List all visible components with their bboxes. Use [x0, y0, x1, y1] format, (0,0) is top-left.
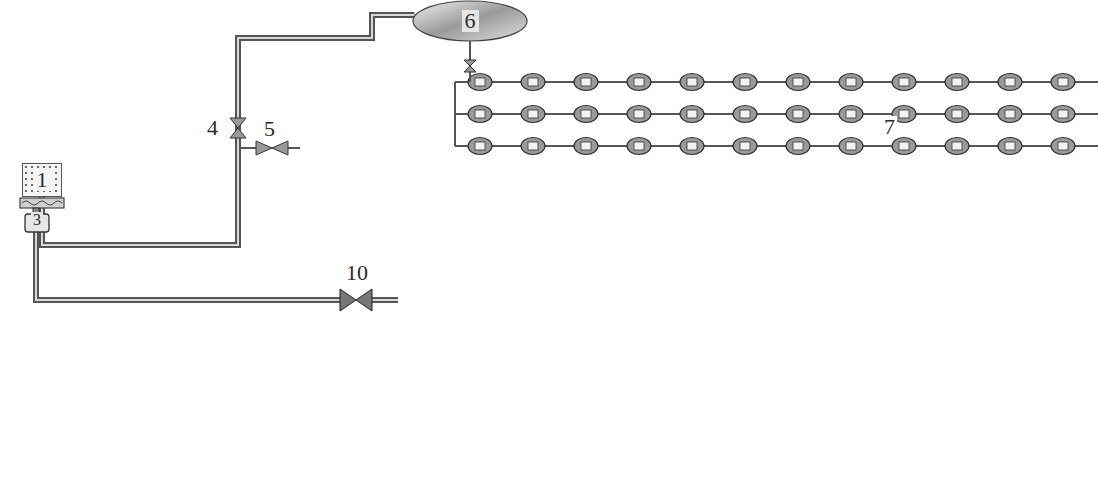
unit-rows	[455, 74, 1098, 155]
unit-symbol	[581, 78, 591, 86]
unit-symbol	[475, 110, 485, 118]
unit-symbol	[475, 142, 485, 150]
unit-symbol	[733, 74, 757, 91]
unit-symbol	[1058, 78, 1068, 86]
unit-symbol	[793, 78, 803, 86]
unit-symbol	[627, 74, 651, 91]
unit-symbol	[1051, 106, 1075, 123]
valve-symbol	[340, 289, 372, 311]
unit-symbol	[846, 110, 856, 118]
base-plate	[20, 198, 64, 208]
tank-ellipse: 6	[412, 0, 528, 42]
unit-symbol	[468, 138, 492, 155]
unit-symbol	[680, 74, 704, 91]
unit-symbol	[581, 110, 591, 118]
unit-symbol	[892, 138, 916, 155]
unit-symbol	[733, 138, 757, 155]
unit-symbol	[793, 110, 803, 118]
unit-symbol	[899, 110, 909, 118]
unit-symbol	[581, 142, 591, 150]
unit-symbol	[634, 142, 644, 150]
callout-number: 3	[31, 212, 43, 228]
unit-symbol	[574, 74, 598, 91]
callout-number: 4	[205, 117, 220, 139]
unit-symbol	[574, 106, 598, 123]
unit-symbol	[634, 110, 644, 118]
unit-symbol	[1005, 142, 1015, 150]
unit-symbol	[521, 138, 545, 155]
unit-symbol	[892, 74, 916, 91]
unit-symbol	[627, 106, 651, 123]
callout-number: 1	[34, 169, 51, 191]
unit-symbol	[998, 74, 1022, 91]
unit-symbol	[786, 138, 810, 155]
unit-symbol	[998, 138, 1022, 155]
unit-symbol	[793, 142, 803, 150]
unit-symbol	[839, 74, 863, 91]
callout-number: 6	[462, 10, 479, 32]
unit-symbol	[1058, 142, 1068, 150]
unit-symbol	[740, 110, 750, 118]
callout-number: 5	[262, 118, 277, 140]
tank-box: 1	[22, 163, 62, 197]
unit-symbol	[740, 78, 750, 86]
unit-symbol	[521, 74, 545, 91]
unit-symbol	[786, 74, 810, 91]
pipe-inner	[42, 15, 414, 245]
unit-symbol	[687, 78, 697, 86]
drain-pipe	[36, 228, 345, 300]
unit-symbol	[733, 106, 757, 123]
unit-symbol	[634, 78, 644, 86]
unit-symbol	[899, 142, 909, 150]
unit-symbol	[1005, 78, 1015, 86]
base-plate	[22, 201, 62, 205]
unit-symbol	[846, 142, 856, 150]
unit-symbol	[945, 138, 969, 155]
unit-symbol	[952, 78, 962, 86]
unit-symbol	[574, 138, 598, 155]
unit-symbol	[740, 142, 750, 150]
unit-symbol	[1051, 74, 1075, 91]
valve-symbol	[464, 60, 476, 72]
callout-number: 10	[344, 262, 370, 284]
unit-symbol	[952, 110, 962, 118]
unit-symbol	[680, 106, 704, 123]
unit-symbol	[687, 142, 697, 150]
unit-symbol	[1005, 110, 1015, 118]
unit-symbol	[468, 74, 492, 91]
unit-symbol	[528, 110, 538, 118]
unit-symbol	[839, 106, 863, 123]
unit-symbol	[786, 106, 810, 123]
unit-symbol	[521, 106, 545, 123]
unit-symbol	[528, 78, 538, 86]
pipe-connector	[42, 15, 414, 245]
unit-symbol	[899, 78, 909, 86]
unit-symbol	[945, 74, 969, 91]
unit-symbol	[528, 142, 538, 150]
unit-symbol	[627, 138, 651, 155]
manifold-pipe	[454, 82, 456, 146]
callout-number: 7	[882, 116, 897, 138]
unit-symbol	[687, 110, 697, 118]
unit-symbol	[839, 138, 863, 155]
unit-symbol	[945, 106, 969, 123]
unit-symbol	[1058, 110, 1068, 118]
unit-symbol	[952, 142, 962, 150]
unit-symbol	[468, 106, 492, 123]
drain-pipe	[36, 228, 345, 300]
unit-symbol	[998, 106, 1022, 123]
valve-symbol	[256, 141, 288, 155]
valve-symbol	[230, 118, 246, 138]
unit-symbol	[846, 78, 856, 86]
unit-symbol	[475, 78, 485, 86]
unit-symbol	[680, 138, 704, 155]
unit-symbol	[1051, 138, 1075, 155]
